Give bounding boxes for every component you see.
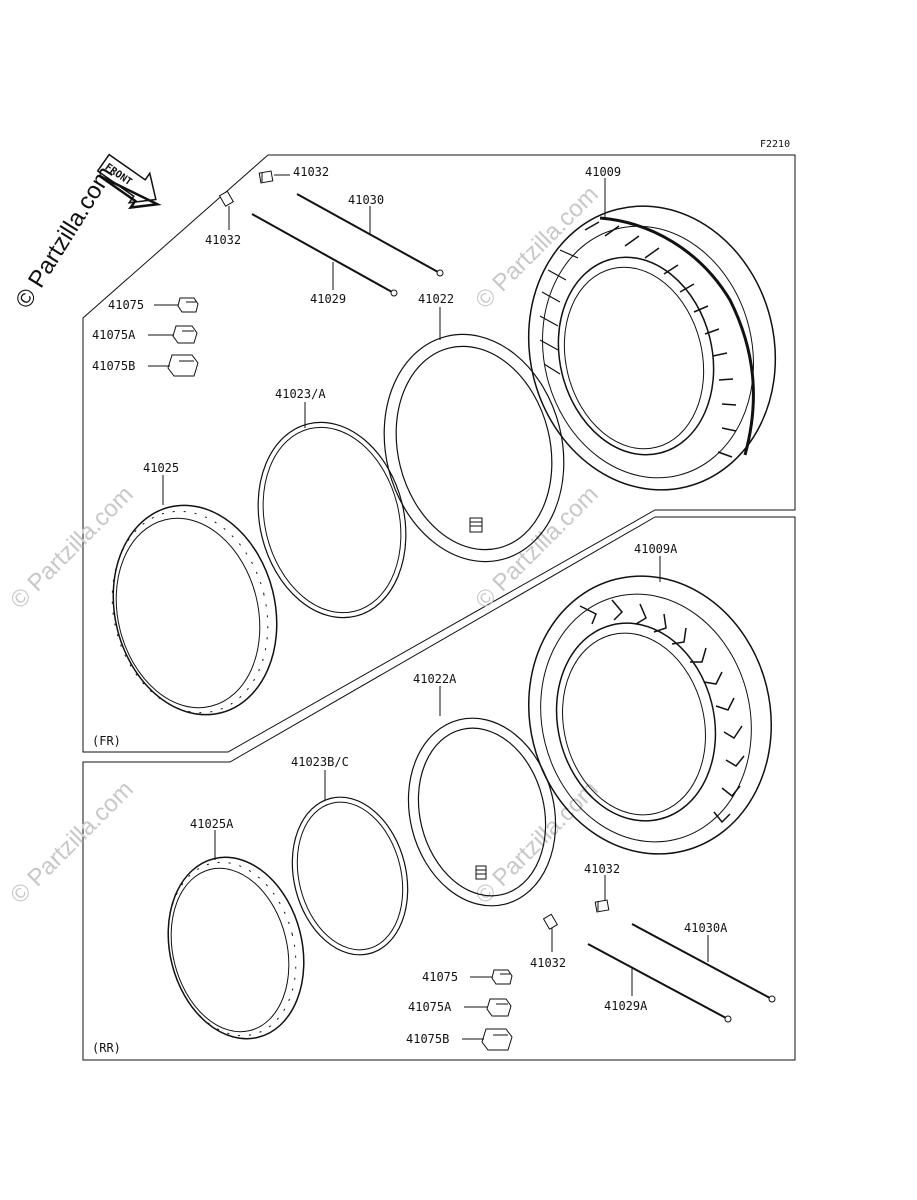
spoke-icon — [587, 943, 732, 1023]
watermark-group: © Partzilla.com © Partzilla.com © Partzi… — [5, 181, 603, 909]
balancer-weight-icon — [491, 969, 513, 985]
callout-41025: 41025 — [143, 461, 179, 475]
rear-tire-icon — [527, 575, 773, 855]
callout-41030a: 41030A — [684, 921, 728, 935]
valve-icon — [258, 170, 274, 184]
front-rim-band-icon — [257, 421, 407, 619]
callout-41023bc: 41023B/C — [291, 755, 349, 769]
balancer-weight-icon — [167, 354, 199, 377]
callout-41009a: 41009A — [634, 542, 678, 556]
watermark: © Partzilla.com — [5, 776, 138, 909]
callout-41025a: 41025A — [190, 817, 234, 831]
watermark: © Partzilla.com — [5, 481, 138, 614]
callout-41032-a: 41032 — [293, 165, 329, 179]
spoke-icon — [631, 923, 776, 1003]
callout-41023a: 41023/A — [275, 387, 326, 401]
callout-41009: 41009 — [585, 165, 621, 179]
callout-41075a-rr: 41075A — [408, 1000, 452, 1014]
section-label-front: (FR) — [92, 734, 121, 748]
rear-tube-icon — [407, 717, 557, 907]
front-tube-icon — [383, 333, 565, 563]
balancer-weight-icon — [481, 1028, 513, 1051]
side-watermark: © Partzilla.com — [10, 162, 119, 313]
front-rim-icon — [111, 504, 278, 716]
callout-41029a: 41029A — [604, 999, 648, 1013]
figure-code: F2210 — [760, 139, 790, 150]
spoke-icon — [251, 213, 398, 297]
front-tire-icon — [527, 205, 777, 491]
callout-41022: 41022 — [418, 292, 454, 306]
rear-section-border — [82, 516, 796, 1061]
callout-41032-rr-b: 41032 — [530, 956, 566, 970]
valve-icon — [594, 899, 610, 913]
callout-41075-rr: 41075 — [422, 970, 458, 984]
callout-41075b-rr: 41075B — [406, 1032, 449, 1046]
watermark: © Partzilla.com — [470, 181, 603, 314]
balancer-weight-icon — [172, 325, 198, 344]
valve-icon — [469, 517, 483, 533]
rear-rim-icon — [167, 856, 305, 1040]
callout-41075a: 41075A — [92, 328, 136, 342]
rear-rim-band-icon — [291, 796, 409, 956]
callout-41022a: 41022A — [413, 672, 457, 686]
valve-icon — [475, 865, 487, 880]
front-section-border — [82, 154, 796, 753]
balancer-weight-icon — [486, 998, 512, 1017]
balancer-weight-icon — [177, 297, 199, 313]
valve-icon — [542, 913, 559, 930]
callout-41030: 41030 — [348, 193, 384, 207]
callout-41075b: 41075B — [92, 359, 135, 373]
spoke-icon — [296, 193, 444, 277]
callout-41075: 41075 — [108, 298, 144, 312]
section-label-rear: (RR) — [92, 1041, 121, 1055]
callout-41029: 41029 — [310, 292, 346, 306]
watermark: © Partzilla.com — [470, 776, 603, 909]
callout-41032-rr-a: 41032 — [584, 862, 620, 876]
callout-41032-b: 41032 — [205, 233, 241, 247]
valve-icon — [218, 190, 235, 207]
